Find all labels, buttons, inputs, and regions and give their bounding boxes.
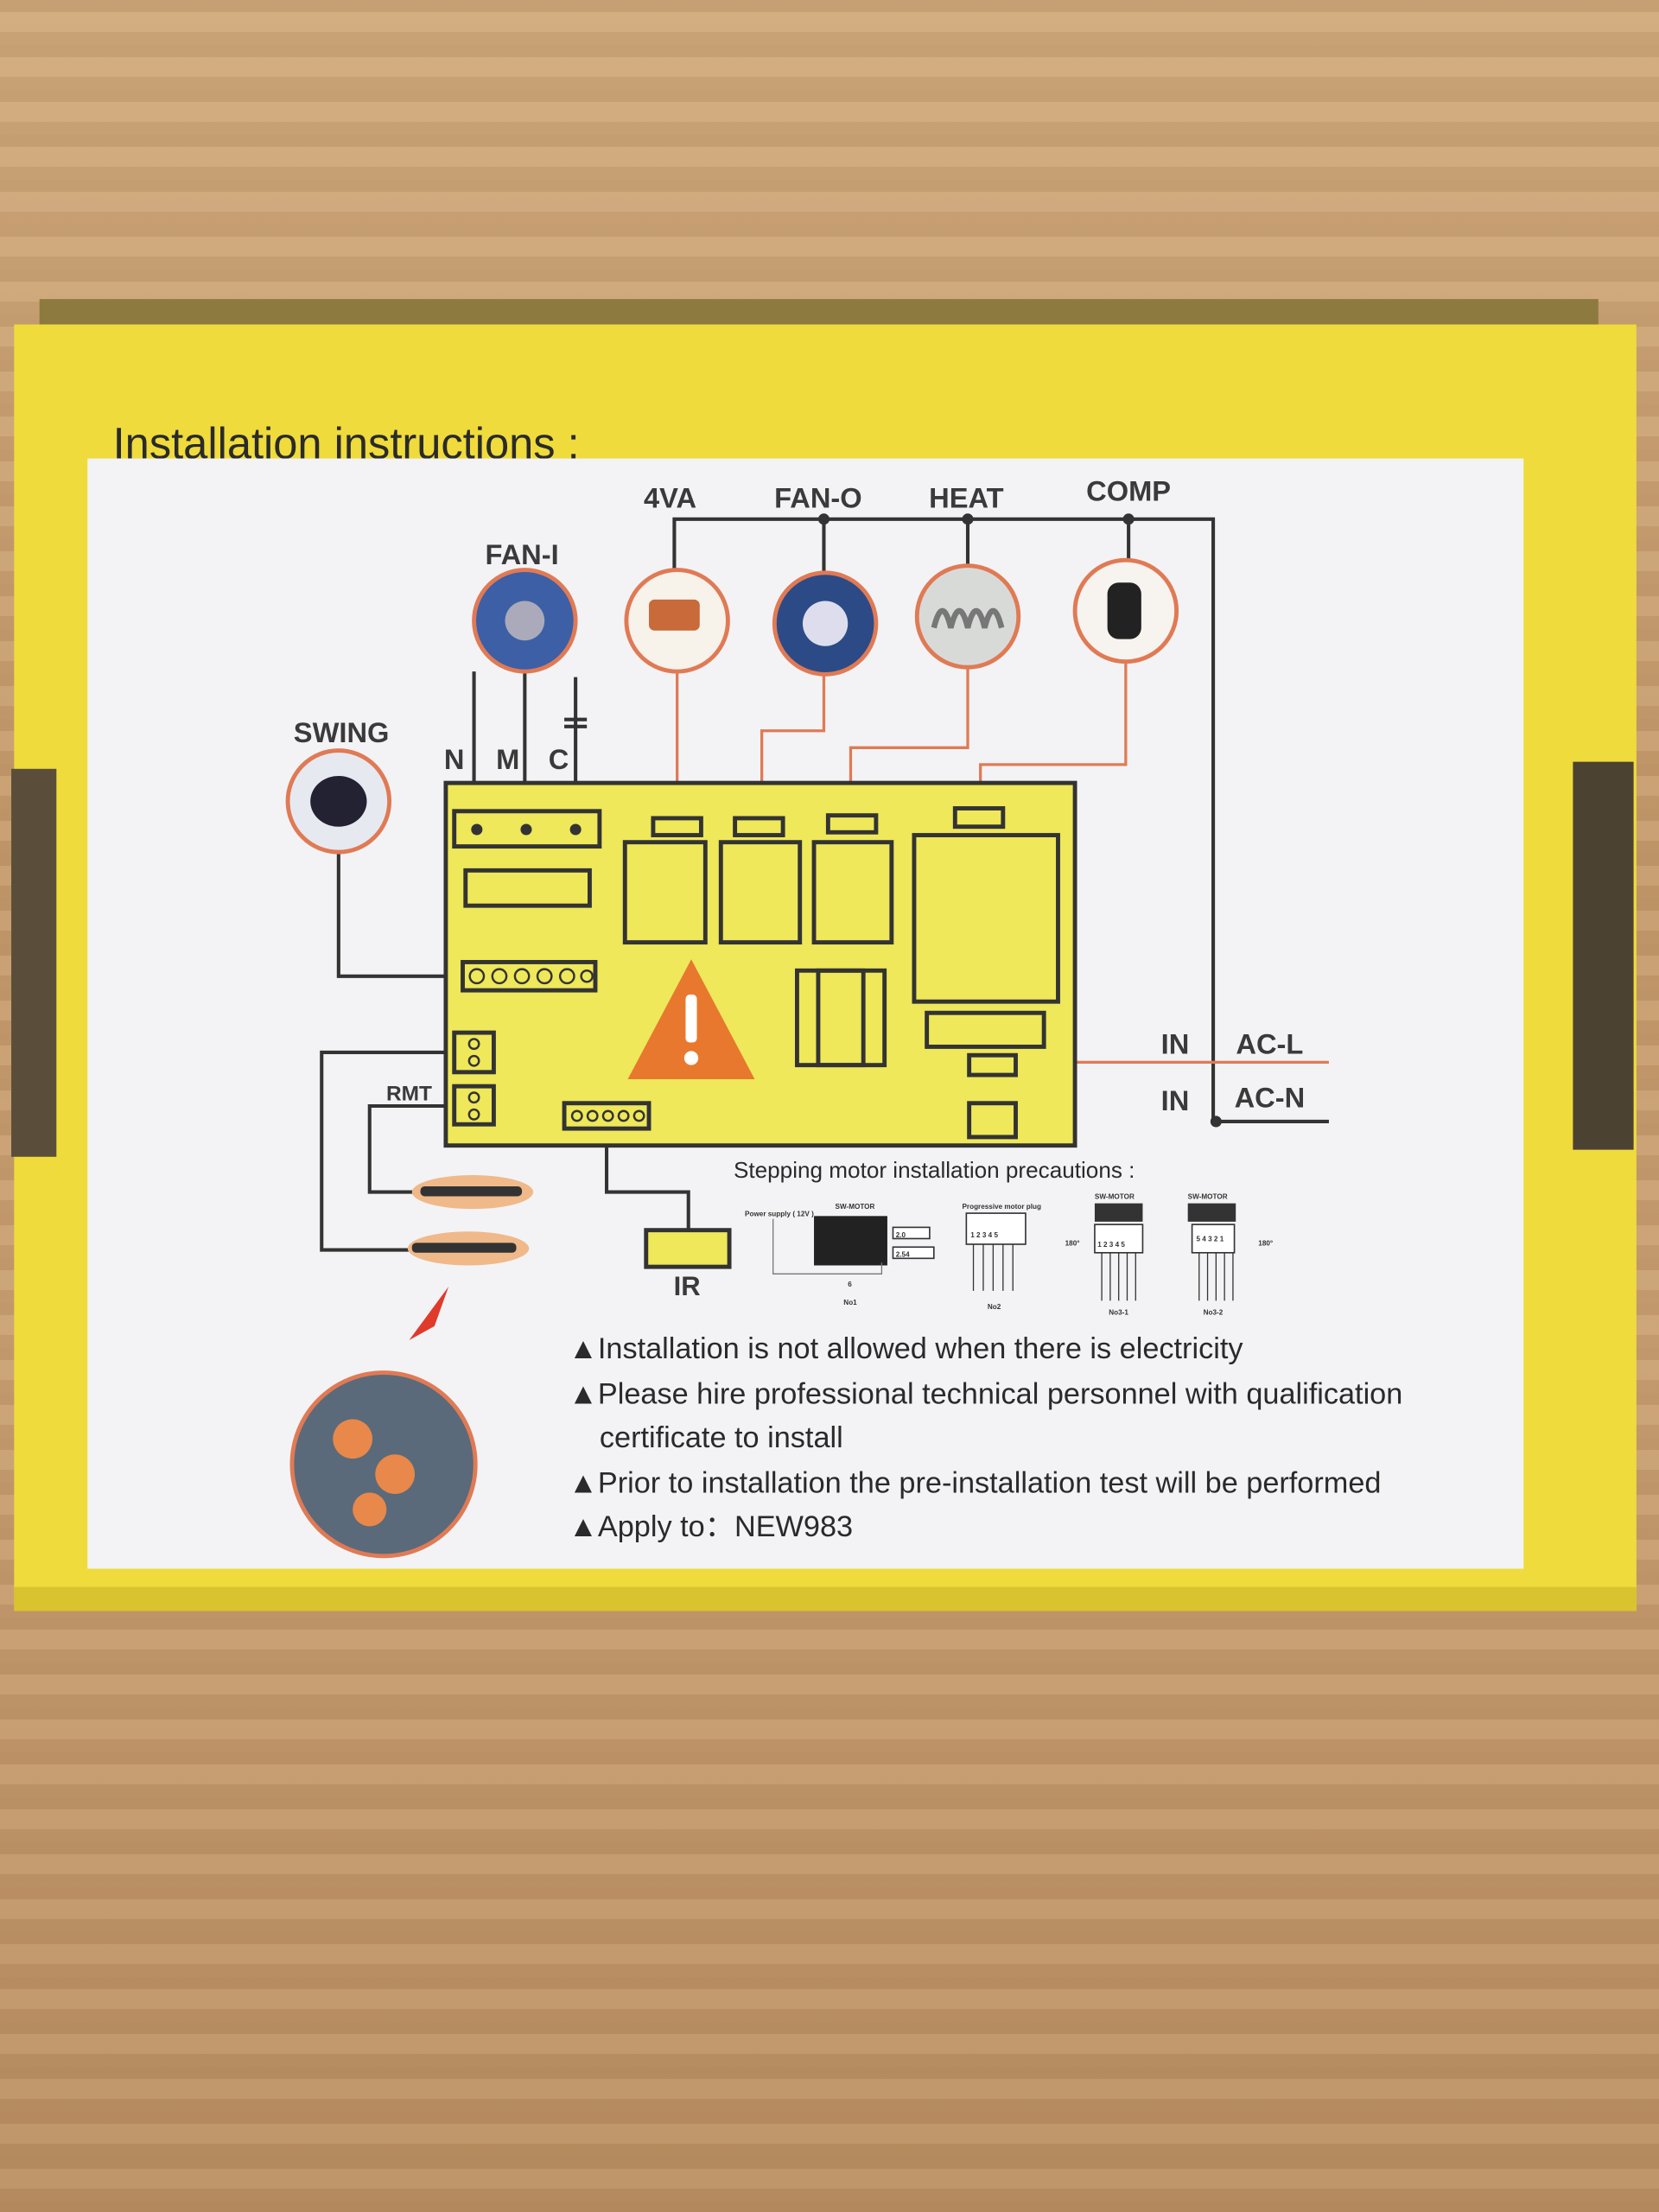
pins-no2: 1 2 3 4 5 [970,1231,998,1239]
label-c: C [549,743,569,775]
stepping-title: Stepping motor installation precautions … [734,1157,1135,1183]
label-4va: 4VA [644,482,696,514]
pins-no3-1: 1 2 3 4 5 [1097,1241,1125,1249]
box-edge [14,1586,1637,1611]
temperature-sensors [407,1175,534,1266]
note-4: ▲Apply to：NEW983 [569,1510,853,1543]
label-comp: COMP [1086,475,1171,507]
installation-notes: ▲Installation is not allowed when there … [569,1332,1402,1543]
label-ir: IR [674,1271,701,1301]
sw-motor-label-3: SW-MOTOR [1188,1193,1228,1201]
plug-label: Progressive motor plug [962,1203,1041,1211]
note-3: ▲Prior to installation the pre-installat… [569,1466,1381,1499]
left-tab [11,768,57,1157]
label-no1: No1 [843,1299,857,1306]
label-n: N [444,743,465,775]
heater-icon [914,563,1021,670]
label-in-1: IN [1161,1028,1190,1060]
label-fan-i: FAN-I [485,538,558,570]
pins-no3-2: 5 4 3 2 1 [1196,1236,1224,1243]
note-2-cont: certificate to install [600,1421,843,1454]
sw-motor-label-1: SW-MOTOR [836,1203,875,1211]
label-fan-o: FAN-O [774,482,862,514]
warning-icon [627,959,755,1079]
ir-receiver [644,1228,732,1269]
right-tab [1573,761,1634,1150]
power-supply-label: Power supply ( 12V ) [745,1210,814,1217]
arrow-icon [409,1286,449,1366]
label-heat: HEAT [929,482,1003,514]
label-no2: No2 [988,1303,1001,1311]
label-m: M [496,743,519,775]
stepping-motor-section: Stepping motor installation precautions … [734,1157,1273,1316]
label-in-2: IN [1161,1084,1190,1116]
note-2: ▲Please hire professional technical pers… [569,1377,1402,1410]
dim-6: 6 [848,1281,852,1288]
label-no3-2: No3-2 [1204,1309,1224,1317]
label-ac-n: AC-N [1235,1082,1306,1114]
label-swing: SWING [294,716,390,748]
deg-1: 180° [1065,1240,1080,1248]
label-rmt: RMT [386,1082,432,1105]
deg-2: 180° [1258,1240,1273,1248]
control-board [443,780,1077,1148]
dim-2-0: 2.0 [896,1231,906,1239]
label-ac-l: AC-L [1236,1028,1303,1060]
dim-2-54: 2.54 [896,1251,910,1259]
label-no3-1: No3-1 [1109,1309,1128,1317]
note-1: ▲Installation is not allowed when there … [569,1332,1243,1365]
sw-motor-label-2: SW-MOTOR [1095,1193,1135,1201]
